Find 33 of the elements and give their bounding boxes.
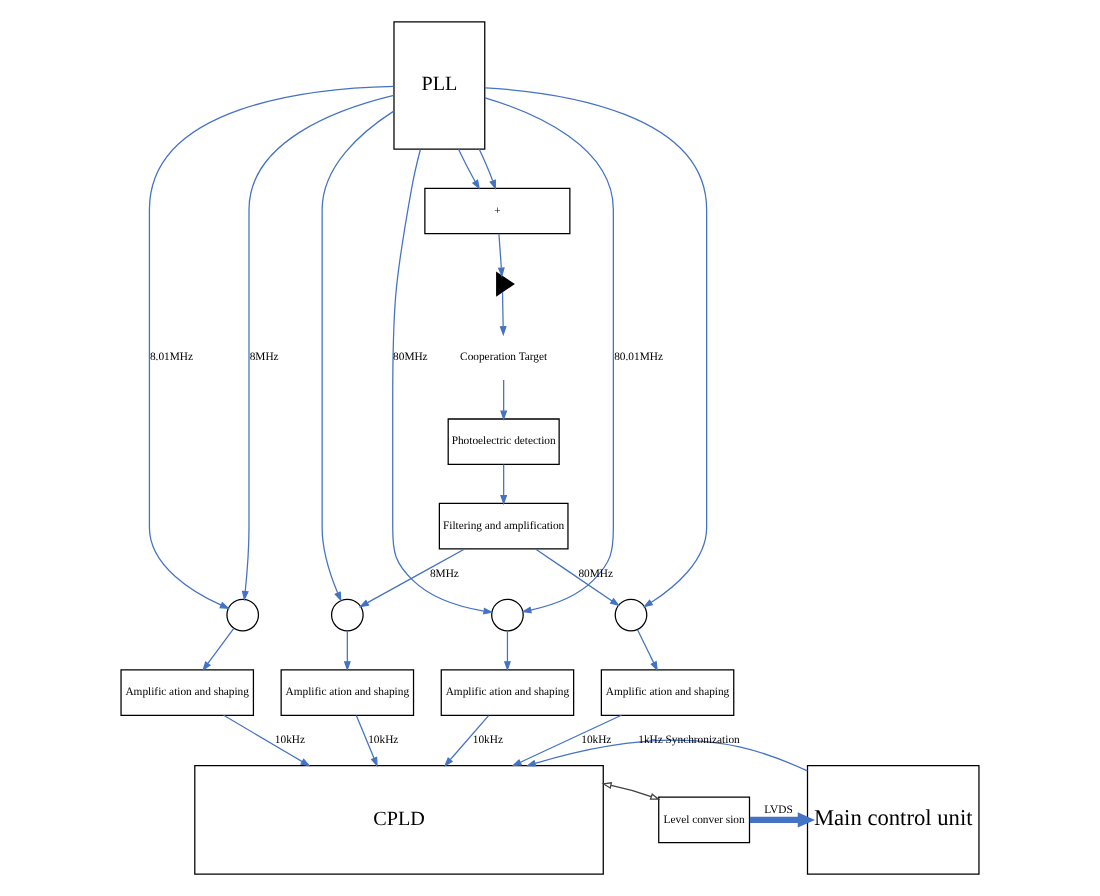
arrow bbox=[511, 714, 622, 767]
arrow bbox=[525, 739, 809, 772]
node-circle bbox=[491, 598, 524, 632]
node-circle bbox=[614, 598, 648, 632]
arrow bbox=[478, 148, 496, 190]
arrow bbox=[636, 629, 658, 672]
node-box: Main control unit bbox=[806, 765, 980, 875]
arrow bbox=[321, 110, 395, 602]
arrow bbox=[358, 548, 466, 608]
node-box: CPLD bbox=[194, 765, 604, 875]
arrow bbox=[500, 463, 508, 506]
arrow bbox=[503, 630, 511, 672]
node-circle bbox=[330, 598, 364, 632]
arrow bbox=[500, 379, 508, 421]
arrow bbox=[241, 94, 395, 602]
node-diode bbox=[496, 271, 515, 297]
arrow bbox=[443, 714, 490, 767]
arrow bbox=[749, 812, 816, 828]
arrow bbox=[355, 714, 378, 768]
node-box: PLL bbox=[393, 21, 486, 150]
arrow bbox=[497, 233, 505, 278]
arrow bbox=[499, 291, 507, 337]
arrow bbox=[484, 87, 708, 608]
arrow bbox=[457, 148, 481, 190]
arrow bbox=[534, 548, 620, 607]
node-circle bbox=[226, 598, 260, 632]
arrow bbox=[484, 97, 614, 614]
arrow bbox=[392, 149, 494, 615]
arrow bbox=[601, 782, 661, 800]
arrow bbox=[223, 714, 311, 767]
arrow bbox=[202, 627, 235, 672]
arrow bbox=[343, 630, 351, 672]
arrow bbox=[148, 85, 395, 609]
